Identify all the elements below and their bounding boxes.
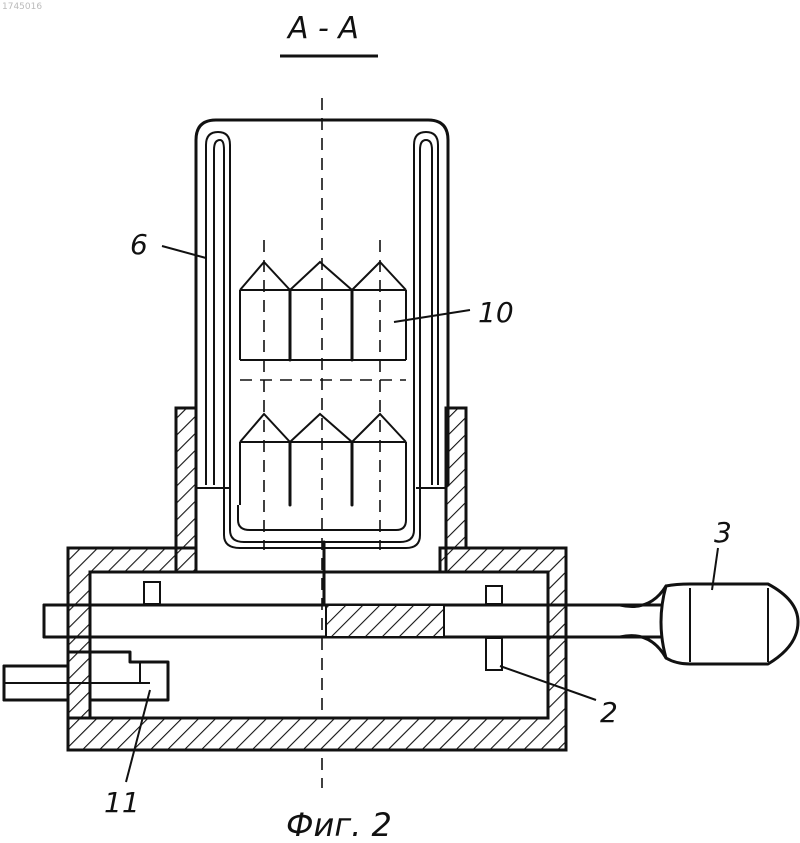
shaft bbox=[44, 582, 660, 670]
callout-label-6: 6 bbox=[130, 228, 148, 261]
elements-10 bbox=[240, 240, 406, 605]
callout-label-10: 10 bbox=[478, 296, 514, 329]
callout-label-11: 11 bbox=[104, 786, 140, 819]
callout-label-3: 3 bbox=[714, 516, 732, 549]
document-stamp: 1745016 bbox=[2, 2, 42, 12]
motor-3 bbox=[620, 584, 798, 664]
section-title: А - А bbox=[286, 11, 359, 46]
callout-label-2: 2 bbox=[600, 696, 618, 729]
figure-caption: Фиг. 2 bbox=[286, 806, 392, 843]
neck-box bbox=[196, 408, 446, 548]
